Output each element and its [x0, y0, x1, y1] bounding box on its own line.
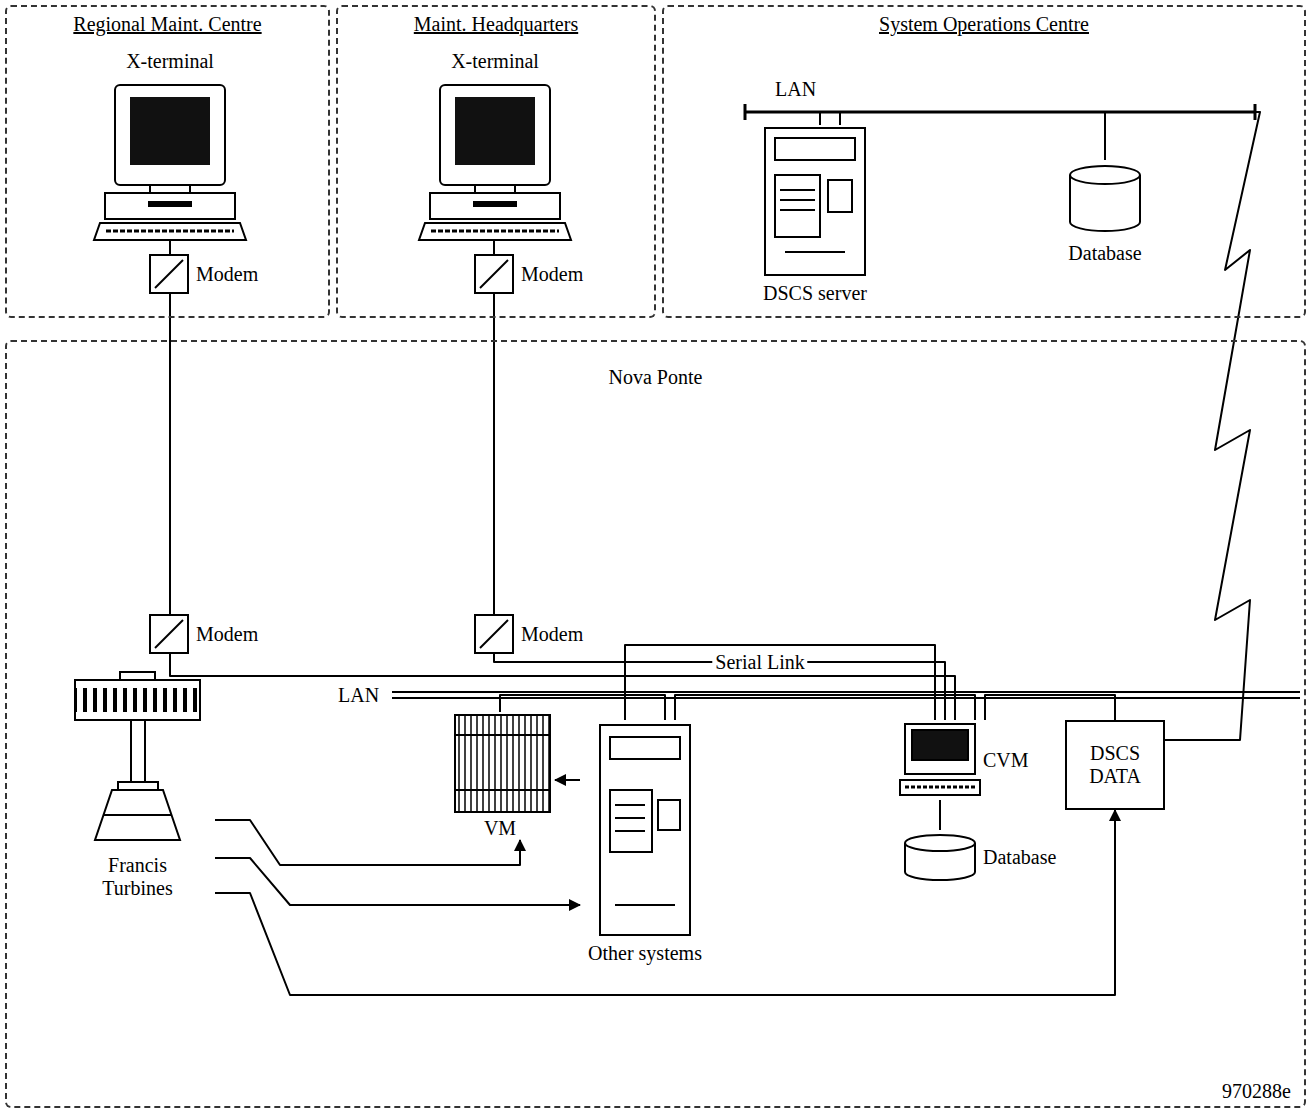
vm-rack: [455, 715, 550, 812]
site-region: Regional Maint. CentreX-terminalModem: [5, 5, 330, 318]
link-line: [170, 653, 955, 720]
node-label: Modem: [521, 623, 583, 646]
site-region: System Operations CentreDSCS server Datab…: [662, 5, 1306, 318]
modem-symbol: [475, 255, 513, 293]
link-line: [169, 240, 171, 255]
equipment-node: DSCS server: [745, 125, 885, 305]
equipment-node: Database: [895, 830, 1067, 885]
site-region: Nova PonteModem ModemFrancis Turbines VM Ot…: [5, 340, 1306, 1108]
equipment-node: X-terminal: [405, 50, 585, 240]
site-region: Maint. HeadquartersX-terminalModem: [336, 5, 656, 318]
node-label: CVM: [983, 749, 1029, 772]
database-cylinder: [1070, 166, 1140, 231]
node-label: Database: [983, 846, 1056, 869]
equipment-node: Francis Turbines: [60, 675, 215, 900]
equipment-node: X-terminal: [80, 50, 260, 240]
equipment-node: Modem: [475, 615, 594, 653]
network-label: LAN: [775, 78, 816, 101]
node-label: Modem: [196, 623, 258, 646]
modem-symbol: [475, 615, 513, 653]
node-label: Modem: [196, 263, 258, 286]
node-label: Modem: [521, 263, 583, 286]
link-line: [500, 695, 665, 720]
node-label: DSCS server: [763, 282, 867, 305]
equipment-node: CVM: [895, 720, 1045, 800]
region-title: Maint. Headquarters: [414, 13, 578, 36]
link-line: [985, 695, 1115, 720]
figure-number: 970288e: [1222, 1080, 1291, 1103]
modem-symbol: [150, 615, 188, 653]
node-label: X-terminal: [451, 50, 539, 73]
signal-arrow: [215, 858, 580, 905]
signal-arrow: [555, 779, 580, 781]
node-label: Database: [1068, 242, 1141, 265]
equipment-node: Modem: [150, 615, 269, 653]
signal-arrow: [215, 820, 520, 865]
link-line: [493, 240, 495, 255]
equipment-node: Database: [1045, 160, 1165, 265]
system-cabinet: [600, 725, 690, 935]
x-terminal-icon: [94, 85, 246, 240]
region-title: Regional Maint. Centre: [73, 13, 261, 36]
node-label: Other systems: [588, 942, 702, 965]
turbine-illustration: [75, 672, 200, 840]
link-line: [675, 695, 975, 720]
region-title: Nova Ponte: [609, 366, 703, 389]
node-label: Francis Turbines: [88, 854, 188, 900]
link-line: [939, 800, 941, 830]
server-cabinet: [765, 128, 865, 275]
database-cylinder: [905, 835, 975, 880]
data-box: DSCS DATA: [1065, 720, 1165, 810]
x-terminal-icon: [419, 85, 571, 240]
cvm-computer: [900, 724, 980, 795]
link-line: [625, 645, 935, 720]
node-label: DSCS DATA: [1079, 742, 1151, 788]
equipment-node: VM: [445, 712, 555, 840]
region-title: System Operations Centre: [879, 13, 1089, 36]
equipment-node: Other systems: [580, 720, 710, 965]
signal-arrow: [215, 810, 1115, 995]
link-label: Serial Link: [712, 651, 807, 673]
equipment-node: Modem: [150, 255, 269, 293]
network-label: LAN: [338, 684, 379, 707]
link-line: [840, 112, 1105, 160]
equipment-node: Modem: [475, 255, 594, 293]
link-line: [820, 112, 1260, 740]
node-label: X-terminal: [126, 50, 214, 73]
node-label: VM: [484, 817, 516, 840]
modem-symbol: [150, 255, 188, 293]
